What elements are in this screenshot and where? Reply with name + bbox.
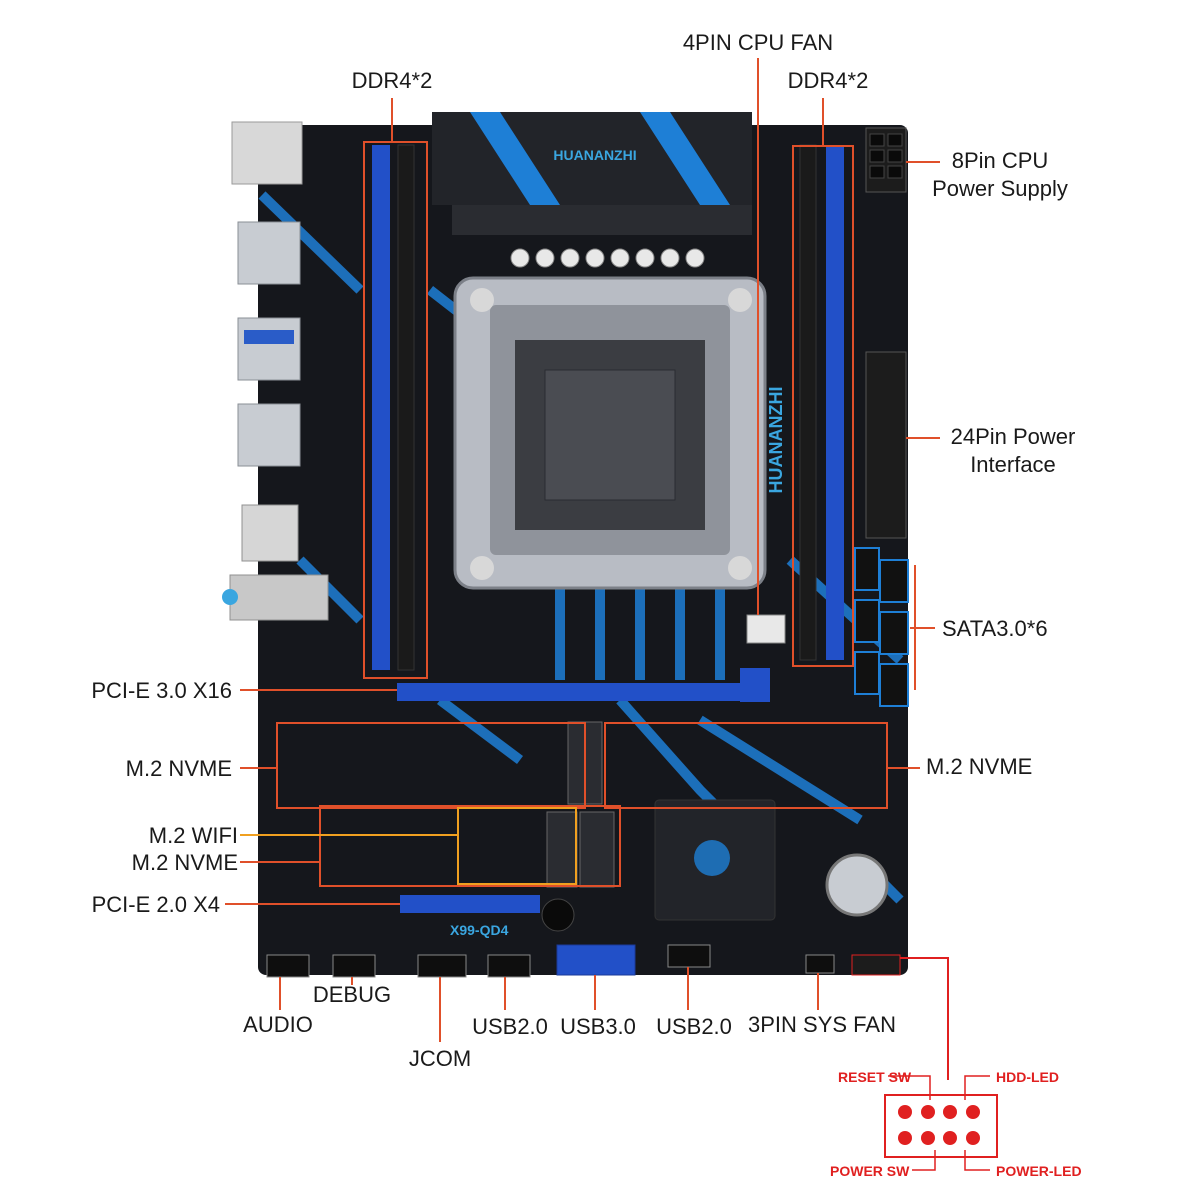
lan-port <box>241 504 299 562</box>
label-reset-sw: RESET SW <box>838 1069 912 1085</box>
label-pcie-x4: PCI-E 2.0 X4 <box>92 892 220 917</box>
label-ddr4-left: DDR4*2 <box>352 68 433 93</box>
buzzer <box>541 898 575 932</box>
label-power-sw: POWER SW <box>830 1163 910 1179</box>
m2-nvme-right-box <box>604 722 888 809</box>
m2-nvme-lower-box <box>319 805 621 887</box>
cpu-fan-header <box>746 614 786 644</box>
label-m2-nvme-right: M.2 NVME <box>926 754 1032 779</box>
front-panel-header <box>851 954 901 976</box>
label-usb30: USB3.0 <box>560 1014 636 1039</box>
atx-24pin-connector <box>865 351 907 539</box>
label-m2-nvme-left: M.2 NVME <box>126 756 232 781</box>
m2-slots <box>546 721 615 888</box>
ddr4-left-box <box>363 141 428 679</box>
label-sata: SATA3.0*6 <box>942 616 1048 641</box>
label-power-led: POWER-LED <box>996 1163 1082 1179</box>
label-ddr4-right: DDR4*2 <box>788 68 869 93</box>
audio-jacks <box>229 574 329 621</box>
m2-nvme-left-box <box>276 722 586 809</box>
label-cpu-power-2: Power Supply <box>932 176 1068 201</box>
cpu-socket <box>453 276 767 590</box>
cpu-8pin-connector <box>865 127 907 193</box>
usb-port-stack-1 <box>237 221 301 285</box>
front-panel-pinout <box>884 1094 998 1158</box>
label-usb20-right: USB2.0 <box>656 1014 732 1039</box>
label-audio: AUDIO <box>243 1012 313 1037</box>
pcie-x4-slot <box>400 895 540 913</box>
vrm-chokes <box>510 248 705 268</box>
chipset-heatsink <box>654 799 776 921</box>
label-jcom: JCOM <box>409 1046 471 1071</box>
label-m2-wifi: M.2 WIFI <box>149 823 238 848</box>
m2-wifi-box <box>457 807 577 885</box>
label-atx-power-1: 24Pin Power <box>951 424 1076 449</box>
label-sys-fan: 3PIN SYS FAN <box>748 1012 896 1037</box>
board-model-mark: X99-QD4 <box>450 922 509 938</box>
audio-jack-blue <box>222 589 238 605</box>
dimm-slots-right <box>799 144 844 661</box>
label-usb20-left: USB2.0 <box>472 1014 548 1039</box>
ps2-port <box>231 121 303 185</box>
usb-port-stack-3 <box>237 403 301 467</box>
dimm-slots-left <box>372 144 415 671</box>
usb3-blue-tab <box>244 330 294 344</box>
vrm-heatsink: HUANANZHI <box>432 112 752 235</box>
rear-io <box>222 121 329 621</box>
vertical-brand-mark: HUANANZHI <box>766 387 786 494</box>
label-pcie-x16: PCI-E 3.0 X16 <box>91 678 232 703</box>
cmos-battery <box>825 853 889 917</box>
label-m2-nvme-lower: M.2 NVME <box>132 850 238 875</box>
heatsink-brand: HUANANZHI <box>553 147 636 163</box>
sata-ports <box>854 547 909 707</box>
label-cpu-power-1: 8Pin CPU <box>952 148 1049 173</box>
pcie-x16-slot <box>397 668 770 702</box>
usb3-port-stack-2 <box>237 317 301 381</box>
bottom-headers <box>266 944 835 978</box>
usb3-header <box>556 944 636 976</box>
label-debug: DEBUG <box>313 982 391 1007</box>
front-panel-callout <box>884 957 998 1171</box>
label-hdd-led: HDD-LED <box>996 1069 1059 1085</box>
label-atx-power-2: Interface <box>970 452 1056 477</box>
label-cpu-fan: 4PIN CPU FAN <box>683 30 833 55</box>
